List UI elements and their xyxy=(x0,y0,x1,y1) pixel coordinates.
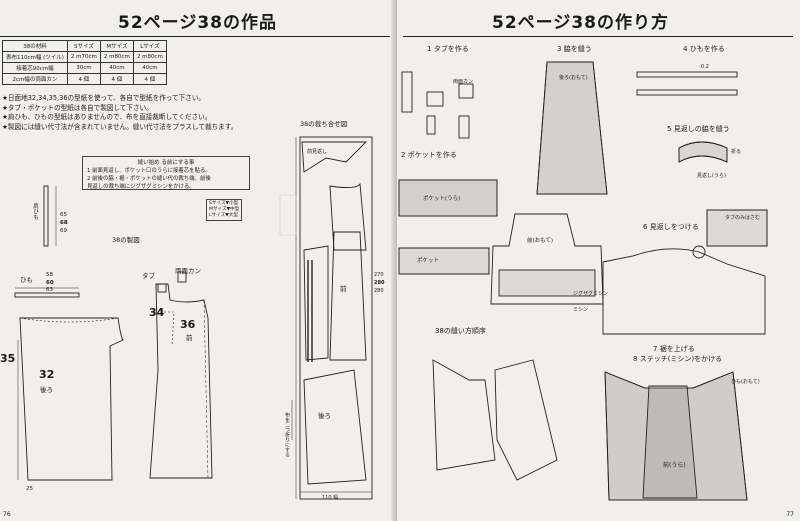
page-number: 77 xyxy=(786,511,794,518)
back-piece-label: 後ろ xyxy=(40,386,53,394)
dim-label: 280 xyxy=(374,280,385,286)
step-1-label: 1 タブを作る xyxy=(427,45,469,53)
pattern-drawings xyxy=(14,136,373,500)
back-callout: 後ろ(おもて) xyxy=(559,75,588,81)
instruction-drawings xyxy=(398,61,768,501)
dim-label: 110 幅 xyxy=(322,495,339,501)
dim-label: 68 xyxy=(60,220,68,226)
right-page: 52ページ38の作り方 xyxy=(397,0,800,521)
front-callout: 前(おもて) xyxy=(527,238,554,244)
dim-label: 280 xyxy=(374,288,384,294)
tie-callout: ひも(おもて) xyxy=(731,379,760,385)
left-page: 52ページ38の作品 38の材料 Sサイズ Mサイズ Lサイズ 表布110cm幅… xyxy=(0,0,397,521)
tab-callout: タブのみはさむ xyxy=(725,215,761,221)
step-5-label: 5 見返しの脇を縫う xyxy=(667,125,730,133)
ring-label: 両面カン xyxy=(175,267,201,275)
note-line: ★製図には縫い代寸法が含まれていません。縫い代寸法をプラスして裁ちます。 xyxy=(2,122,238,131)
dim-label: 65 xyxy=(60,212,67,218)
fold-note: 布を二つ折りにする xyxy=(284,412,290,457)
instruction-notes: ★日面地32,34,35,36の型紙を使って、各自で型紙を作って下さい。 ★タブ… xyxy=(2,94,272,132)
pattern-number: 35 xyxy=(0,352,16,365)
pocket-callout: ポケット(うら) xyxy=(423,196,461,202)
left-page-title: 52ページ38の作品 xyxy=(118,13,277,33)
step-2-label: 2 ポケットを作る xyxy=(401,151,457,159)
measure-callout: 0.2 xyxy=(701,64,709,70)
table-row: 2cm幅の両面カン 4 個 4 個 4 個 xyxy=(2,73,167,85)
step-6-label: 6 見返しをつける xyxy=(643,223,699,231)
facing-label: 前見返し xyxy=(307,149,328,155)
note-line: ★タブ・ポケットの型紙は各自で製図して下さい。 xyxy=(2,103,153,112)
tab-label: タブ xyxy=(142,272,155,280)
materials-table: 38の材料 Sサイズ Mサイズ Lサイズ 表布110cm幅 (ツイル) 2 m7… xyxy=(2,40,167,85)
dim-label: 58 xyxy=(46,272,53,278)
sewing-order-title: 38の縫い方順序 xyxy=(435,327,486,335)
facing-callout: 見返し(うら) xyxy=(697,173,726,179)
title-rule xyxy=(0,36,390,37)
layout-front-label: 前 xyxy=(340,285,347,293)
pattern-number: 32 xyxy=(39,368,55,381)
box-title: 縫い始め る前にする事 xyxy=(137,160,195,166)
page-number: 76 xyxy=(3,511,11,518)
note-line: ★肩ひも、ひもの型紙はありませんので、布を直接裁断してください。 xyxy=(2,113,212,121)
step-8-label: 8 ステッチ(ミシン)をかける xyxy=(633,355,723,363)
pocket-callout: ポケット xyxy=(417,258,440,264)
before-sewing-box: 縫い始め る前にする事 1 前面見返し、ポケット口のうらに接着芯を貼る。 2 前… xyxy=(82,156,250,190)
pattern-number: 36 xyxy=(180,318,196,331)
step-4-label: 4 ひもを作る xyxy=(683,45,725,53)
layout-back-label: 後ろ xyxy=(318,412,331,420)
note-line: ★日面地32,34,35,36の型紙を使って、各自で型紙を作って下さい。 xyxy=(2,94,206,102)
dim-label: 270 xyxy=(374,272,384,278)
dim-label: 63 xyxy=(46,287,53,293)
drafting-label: 38の製図 xyxy=(112,236,140,244)
title-rule xyxy=(403,36,793,37)
front-ura-callout: 前(うら) xyxy=(663,462,686,469)
zigzag-callout: ジグザグミシン xyxy=(573,291,609,297)
pattern-number: 34 xyxy=(149,306,165,319)
box-line: 1 前面見返し、ポケット口のうらに接着芯を貼る。 xyxy=(87,168,211,174)
step-3-label: 3 脇を縫う xyxy=(557,45,592,53)
size-legend: Sサイズ▼小型 Mサイズ▼中型 Lサイズ▼大型 xyxy=(206,199,243,221)
dim-label: 60 xyxy=(46,280,54,286)
cutting-layout-label: 38の裁ち合せ図 xyxy=(300,120,348,128)
tie-label: ひも xyxy=(20,276,33,284)
dim-label: 69 xyxy=(60,228,67,234)
box-line: 見返しの裁ち端にジグザグミシンをかける。 xyxy=(87,184,195,190)
box-line: 2 前後の脇・裾・ポケットの縫い代の裁ち端、前後 xyxy=(87,176,211,182)
mishin-callout: ミシン xyxy=(573,307,589,313)
dim-label: 25 xyxy=(26,486,33,492)
step-7-label: 7 裾を上げる xyxy=(653,345,695,353)
strap-label: 肩ひも xyxy=(32,203,38,220)
front-piece-label: 前 xyxy=(186,334,193,342)
ring-callout: 両面カン xyxy=(453,79,474,85)
fold-callout: 折る xyxy=(731,149,742,155)
right-page-title: 52ページ38の作り方 xyxy=(492,13,669,33)
